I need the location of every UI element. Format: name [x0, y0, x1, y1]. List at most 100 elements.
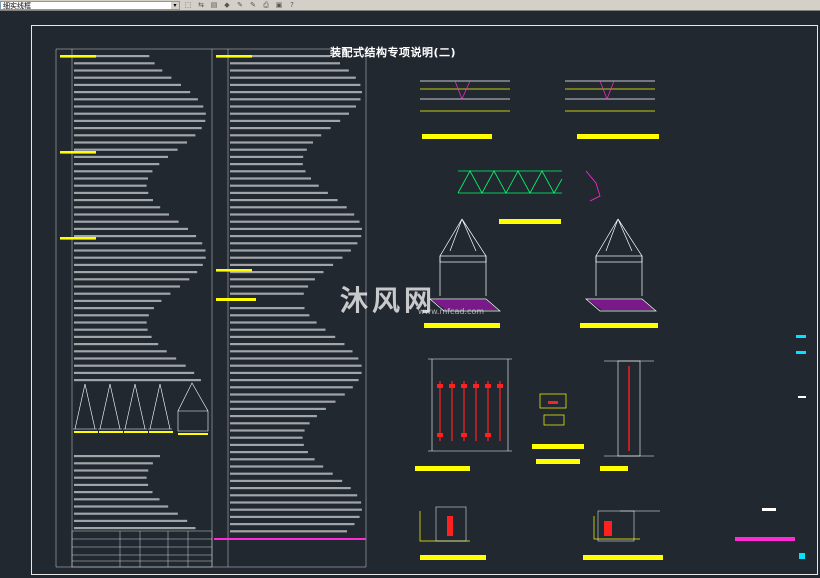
- note-text-line: [74, 177, 148, 180]
- note-text-line: [230, 91, 362, 94]
- slab-section-1: [420, 80, 510, 112]
- note-text-line: [74, 314, 149, 317]
- wall-elevation: [428, 358, 512, 452]
- notes-text: [60, 55, 362, 533]
- note-text-line: [74, 83, 181, 86]
- note-text-line: [230, 321, 317, 324]
- plot-icon[interactable]: ⎙: [263, 1, 269, 9]
- note-text-line: [230, 184, 319, 187]
- note-text-line: [230, 163, 303, 166]
- note-text-line: [230, 285, 309, 288]
- note-text-line: [74, 127, 202, 130]
- note-text-line: [230, 76, 356, 79]
- note-text-line: [230, 343, 345, 346]
- note-text-line: [230, 191, 328, 194]
- note-text-line: [230, 213, 355, 216]
- note-text-line: [74, 242, 203, 245]
- cyan-marker-1: [796, 335, 806, 338]
- note-text-line: [230, 307, 305, 310]
- note-text-line: [230, 62, 340, 65]
- note-text-line: [230, 242, 358, 245]
- note-text-line: [74, 455, 160, 458]
- note-text-line: [74, 76, 172, 79]
- chevron-down-icon[interactable]: ▾: [171, 1, 179, 9]
- drawing-canvas[interactable]: 装配式结构专项说明(二) 沐风网 www.mfcad.com: [0, 11, 820, 578]
- note-text-line: [230, 458, 315, 461]
- section-heading: [60, 151, 96, 154]
- note-text-line: [230, 235, 362, 238]
- section-heading: [216, 55, 252, 58]
- note-text-line: [230, 479, 343, 482]
- note-text-line: [74, 184, 147, 187]
- layer-name: 细实线框: [3, 1, 31, 10]
- note-text-line: [230, 465, 324, 468]
- note-text-line: [230, 98, 361, 101]
- note-text-line: [74, 299, 162, 302]
- note-text-line: [230, 112, 349, 115]
- cyan-marker-3: [799, 553, 805, 559]
- note-text-line: [230, 371, 362, 374]
- note-text-line: [74, 343, 159, 346]
- note-text-line: [74, 263, 203, 266]
- note-text-line: [74, 527, 196, 530]
- note-text-line: [230, 148, 307, 151]
- note-text-line: [230, 472, 333, 475]
- magenta-note-line: [214, 538, 366, 540]
- note-text-line: [74, 469, 149, 472]
- note-text-line: [230, 134, 322, 137]
- note-text-line: [230, 256, 343, 259]
- note-text-line: [230, 407, 326, 410]
- note-text-line: [74, 371, 195, 374]
- lifting-frame-2: [585, 218, 657, 312]
- note-text-line: [74, 357, 177, 360]
- layer-icon[interactable]: ▤: [210, 1, 218, 9]
- color-icon[interactable]: ◆: [224, 1, 230, 9]
- cad-toolbar: 细实线框 ▾ ⬚ ⇆ ▤ ◆ ✎ ✎ ⎙ ▣ ?: [0, 0, 820, 11]
- note-text-line: [230, 55, 331, 58]
- note-text-line: [230, 220, 360, 223]
- magenta-marker: [735, 537, 795, 541]
- note-text-line: [230, 487, 351, 490]
- note-text-line: [230, 69, 349, 72]
- note-text-line: [230, 292, 304, 295]
- note-text-line: [74, 98, 198, 101]
- white-marker-1: [762, 508, 776, 511]
- note-text-line: [74, 163, 160, 166]
- match-icon[interactable]: ⬚: [184, 1, 192, 9]
- drawing-graphics: [55, 48, 663, 568]
- note-text-line: [230, 227, 362, 230]
- note-text-line: [74, 379, 201, 382]
- note-text-line: [230, 501, 362, 504]
- layer-dropdown[interactable]: 细实线框 ▾: [0, 0, 180, 10]
- properties-icon[interactable]: ▣: [275, 1, 283, 9]
- note-text-line: [74, 62, 155, 65]
- note-text-line: [230, 429, 305, 432]
- note-text-line: [74, 213, 169, 216]
- note-text-line: [230, 364, 362, 367]
- linetype-icon[interactable]: ✎: [237, 1, 243, 9]
- note-text-line: [74, 155, 168, 158]
- note-text-line: [230, 271, 324, 274]
- note-text-line: [74, 256, 206, 259]
- note-text-line: [74, 148, 178, 151]
- note-text-line: [74, 220, 179, 223]
- note-text-line: [74, 191, 149, 194]
- note-text-line: [230, 350, 353, 353]
- lineweight-icon[interactable]: ✎: [250, 1, 256, 9]
- note-text-line: [74, 206, 161, 209]
- lifting-frame-1: [429, 218, 501, 312]
- watermark: 沐风网: [340, 284, 437, 317]
- lifting-sketches-base: [74, 431, 208, 435]
- help-icon[interactable]: ?: [290, 1, 294, 9]
- note-text-line: [74, 519, 188, 522]
- note-text-line: [230, 119, 341, 122]
- note-text-line: [230, 314, 310, 317]
- note-text-line: [230, 83, 361, 86]
- note-text-line: [74, 476, 147, 479]
- note-text-line: [74, 170, 153, 173]
- notes-column-left: [55, 48, 367, 568]
- note-text-line: [74, 105, 204, 108]
- layer-prev-icon[interactable]: ⇆: [198, 1, 204, 9]
- section-captions: [216, 134, 663, 560]
- column-detail: [604, 360, 654, 457]
